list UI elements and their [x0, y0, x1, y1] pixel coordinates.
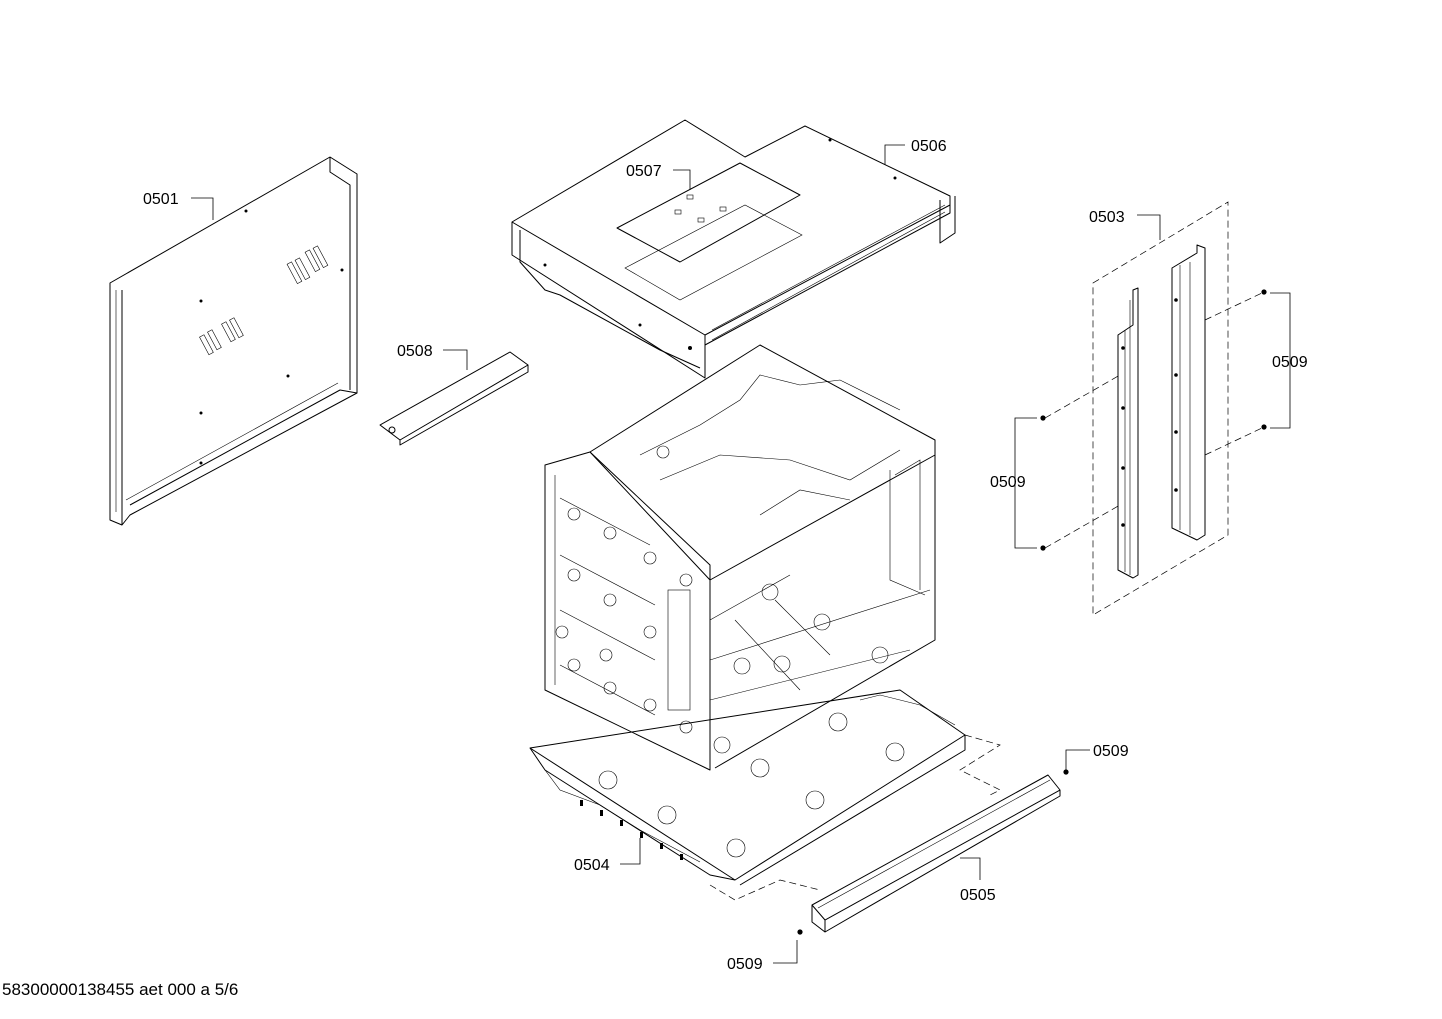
screw-icon-group	[797, 289, 1267, 935]
callout-0505: 0505	[960, 887, 996, 904]
callout-0503: 0503	[1089, 209, 1125, 226]
callout-0509-left: 0509	[990, 474, 1026, 491]
drawing-id: 58300000138455 aet 000 a 5/6	[2, 980, 239, 999]
oven-cavity	[544, 344, 936, 771]
part-0507-plate	[616, 162, 803, 301]
callout-0509-lower-right: 0509	[1093, 743, 1129, 760]
callout-0509-bottom: 0509	[727, 956, 763, 973]
callout-0509-right: 0509	[1272, 354, 1308, 371]
part-0501-panel	[109, 156, 358, 526]
leader-lines	[191, 144, 1291, 964]
part-0508-bracket	[379, 351, 529, 446]
callout-0507: 0507	[626, 163, 662, 180]
callout-0501: 0501	[143, 191, 179, 208]
callout-0504: 0504	[574, 857, 610, 874]
part-0506-top-cover	[511, 119, 956, 379]
callout-0506: 0506	[911, 138, 947, 155]
part-0505-rail	[811, 774, 1061, 933]
callout-0508: 0508	[397, 343, 433, 360]
explode-guides	[709, 734, 1001, 901]
part-0503-rails-group	[1044, 201, 1263, 616]
part-0504-bottom-tray	[529, 689, 966, 886]
